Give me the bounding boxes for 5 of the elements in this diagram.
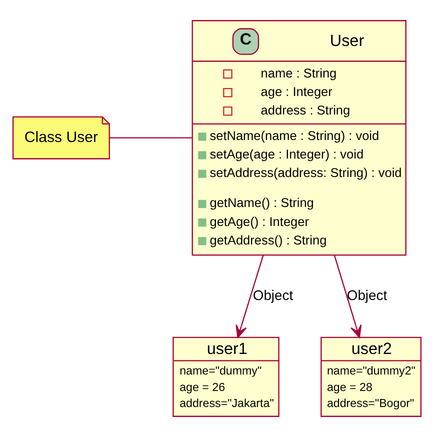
edge-label: Object bbox=[346, 286, 388, 302]
connector bbox=[110, 136, 192, 138]
arrow bbox=[236, 254, 264, 338]
edge-label: Object bbox=[252, 286, 294, 302]
arrow bbox=[334, 254, 362, 338]
